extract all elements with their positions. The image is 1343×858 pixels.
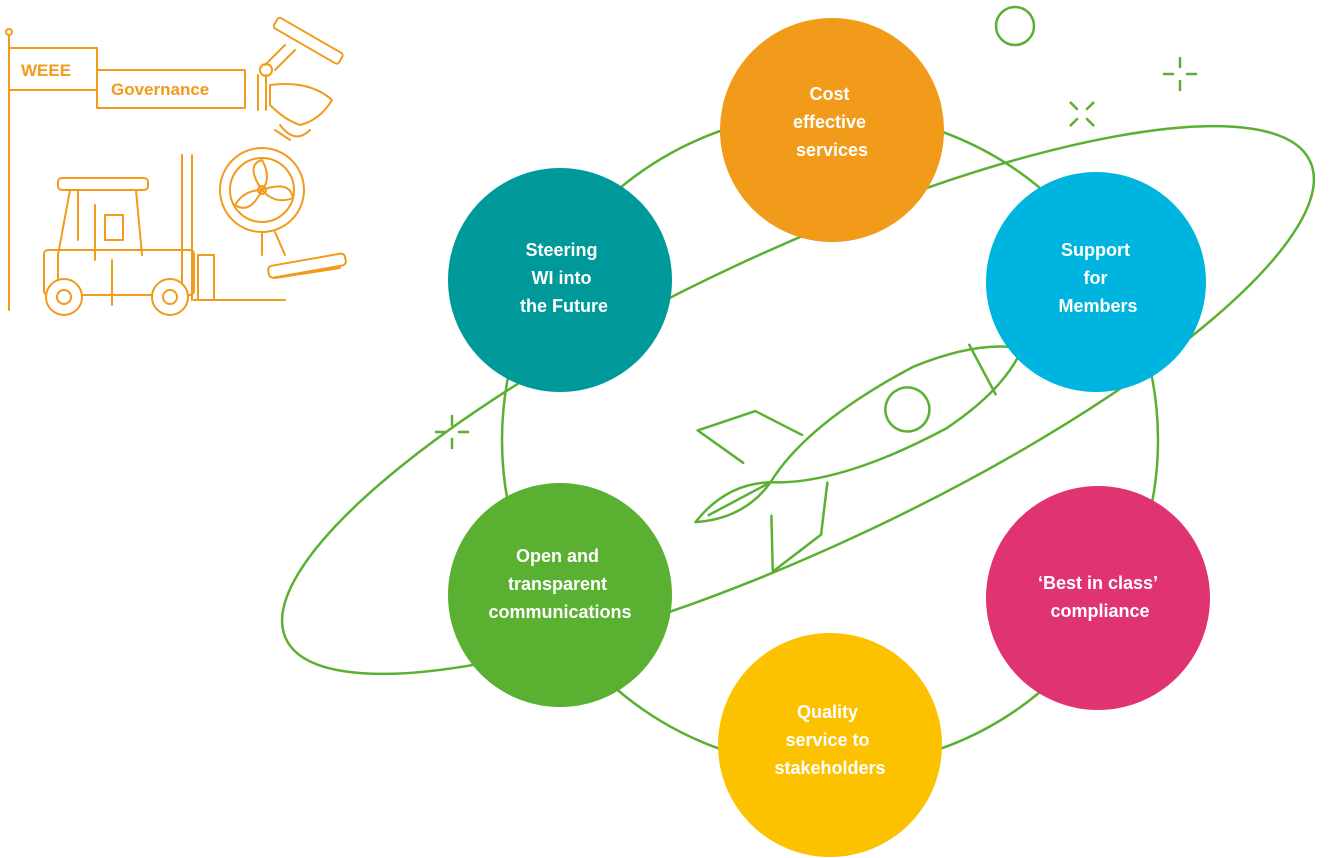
node-cost-line: services [796, 140, 868, 160]
sparkle-icon [1069, 101, 1095, 127]
flag-line-1: WEEE [21, 61, 71, 80]
svg-text:Open and transparent: Open and transparent communications [488, 546, 631, 622]
governance-illustration [5, 16, 347, 316]
svg-text:‘Best in class’ complian: ‘Best in class’ compliance [1038, 573, 1162, 621]
node-communications-line: Open and [516, 546, 599, 566]
svg-text:Cost effective ser: Cost effective services [793, 84, 871, 160]
node-quality: Quality service to stakeholders [718, 633, 942, 857]
node-support-line: Members [1058, 296, 1137, 316]
svg-text:Steering WI into t: Steering WI into the Future [520, 240, 608, 316]
node-cost-line: effective [793, 112, 866, 132]
node-communications-line: communications [488, 602, 631, 622]
node-cost-line: Cost [809, 84, 849, 104]
node-cost: Cost effective services [720, 18, 944, 242]
flag-line-2: Governance [111, 80, 209, 99]
svg-text:Support for Member: Support for Members [1058, 240, 1137, 316]
fan-icon [219, 147, 347, 279]
sparkle-icon [1162, 56, 1198, 92]
node-steering-line: WI into [532, 268, 592, 288]
node-quality-line: stakeholders [774, 758, 885, 778]
node-steering-line: Steering [525, 240, 597, 260]
forklift-icon [43, 154, 286, 316]
node-compliance-line: compliance [1050, 601, 1149, 621]
node-support-line: for [1083, 268, 1107, 288]
small-planet-icon [994, 5, 1036, 47]
node-quality-line: service to [785, 730, 869, 750]
node-support-line: Support [1061, 240, 1130, 260]
node-steering-line: the Future [520, 296, 608, 316]
node-communications-line: transparent [508, 574, 607, 594]
node-steering: Steering WI into the Future [448, 168, 672, 392]
sparkle-icon [434, 414, 470, 450]
node-communications: Open and transparent communications [448, 483, 672, 707]
node-compliance: ‘Best in class’ compliance [986, 486, 1210, 710]
node-quality-line: Quality [797, 702, 858, 722]
orbit-ellipse [280, 124, 1316, 676]
node-compliance-line: ‘Best in class’ [1038, 573, 1157, 593]
rocket-icon [694, 343, 1024, 573]
robot-arm-icon [257, 16, 344, 141]
svg-text:Quality service to: Quality service to stakeholders [774, 702, 885, 778]
node-support: Support for Members [986, 172, 1206, 392]
